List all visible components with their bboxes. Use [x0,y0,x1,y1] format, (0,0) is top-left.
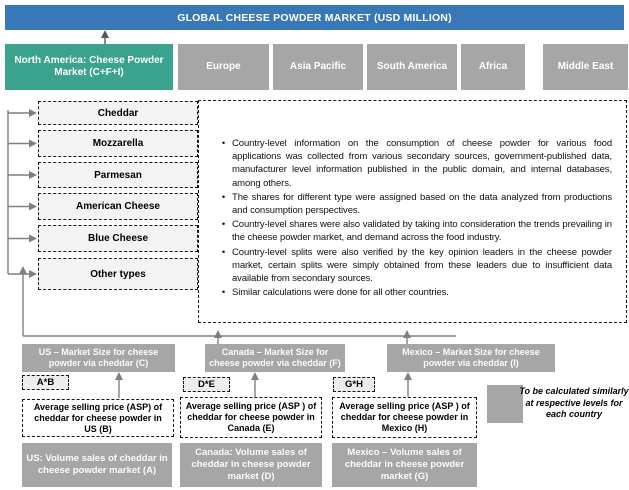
canada-volume-box: Canada: Volume sales of cheddar in chees… [180,443,322,487]
note-bullet-4: • Country-level splits were also verifie… [215,246,612,286]
arrow-north-america-to-global [101,30,109,44]
cheese-type-blue: Blue Cheese [38,225,198,252]
cheese-type-mozzarella: Mozzarella [38,130,198,157]
canada-formula-box: D*E [183,377,230,392]
methodology-notes-box: • Country-level information on the consu… [198,100,627,323]
mexico-asp-label: Average selling price (ASP ) of cheddar … [339,401,470,433]
mexico-volume-box: Mexico – Volume sales of cheddar in chee… [332,443,477,487]
bullet-marker: • [221,246,226,258]
region-africa: Africa [461,44,525,90]
us-asp-label: Average selling price (ASP) of cheddar f… [33,401,163,434]
region-north-america-label: North America: Cheese Powder Market (C+F… [14,55,164,78]
canada-asp-box: Average selling price (ASP ) of cheddar … [180,397,322,438]
region-middle-east-label: Middle East [557,61,614,72]
mexico-formula-label: G*H [345,379,363,390]
note-text-4: Country-level splits were also verified … [232,246,612,285]
cheese-type-mozzarella-label: Mozzarella [92,138,144,149]
region-south-america-label: South America [376,61,448,72]
bullet-marker: • [221,287,226,299]
legend-note: To be calculated similarly at respective… [519,386,629,419]
note-text-1: Country-level information on the consump… [232,138,612,189]
note-bullet-3: • Country-level shares were also validat… [215,218,612,244]
note-bullet-2: • The shares for different type were ass… [215,191,612,217]
region-north-america: North America: Cheese Powder Market (C+F… [5,44,173,90]
bullet-marker: • [221,219,226,231]
us-formula-label: A*B [36,377,55,388]
legend-gray-swatch [487,385,523,423]
us-formula-box: A*B [22,375,69,390]
cheese-type-other-label: Other types [90,268,146,280]
mexico-asp-box: Average selling price (ASP ) of cheddar … [332,397,477,438]
mexico-volume-label: Mexico – Volume sales of cheddar in chee… [344,447,465,482]
canada-asp-label: Average selling price (ASP ) of cheddar … [185,401,317,433]
us-market-size-label: US – Market Size for cheese powder via c… [38,346,159,369]
note-text-2: The shares for different type were assig… [232,191,612,217]
bullet-marker: • [221,138,226,149]
region-europe-label: Europe [206,61,241,72]
cheese-type-american-label: American Cheese [76,201,160,212]
us-volume-box: US: Volume sales of cheddar in cheese po… [22,443,172,487]
cheese-type-bus [7,109,37,278]
region-asia-pacific: Asia Pacific [273,44,363,90]
mexico-formula-box: G*H [333,377,375,392]
region-middle-east: Middle East [543,44,628,90]
bullet-marker: • [221,191,226,203]
canada-volume-label: Canada: Volume sales of cheddar in chees… [191,447,311,482]
note-text-3: Country-level shares were also validated… [232,219,612,244]
region-south-america: South America [367,44,457,90]
note-bullet-5: • Similar calculations were done for all… [215,286,612,299]
note-bullet-1: • Country-level information on the consu… [215,137,612,190]
cheese-type-blue-label: Blue Cheese [87,233,149,244]
cheese-type-cheddar-label: Cheddar [97,107,139,119]
cheese-type-other: Other types [38,258,198,290]
global-market-header: GLOBAL CHEESE POWDER MARKET (USD MILLION… [5,5,624,30]
note-text-5: Similar calculations were done for all o… [232,287,449,299]
us-market-size-box: US – Market Size for cheese powder via c… [22,344,175,372]
cheese-type-cheddar: Cheddar [38,101,198,125]
us-volume-label: US: Volume sales of cheddar in cheese po… [26,453,168,476]
region-asia-pacific-label: Asia Pacific [289,61,347,72]
canada-market-size-label: Canada – Market Size for cheese powder v… [209,346,341,369]
cheese-type-parmesan: Parmesan [38,162,198,188]
cheese-type-parmesan-label: Parmesan [94,169,142,181]
region-africa-label: Africa [478,61,508,72]
canada-market-size-box: Canada – Market Size for cheese powder v… [205,344,345,372]
cheese-type-american: American Cheese [38,193,198,220]
us-asp-box: Average selling price (ASP) of cheddar f… [22,399,174,437]
global-market-title: GLOBAL CHEESE POWDER MARKET (USD MILLION… [177,11,452,24]
canada-formula-label: D*E [198,379,215,390]
mexico-market-size-label: Mexico – Market Size for cheese powder v… [402,346,540,369]
region-europe: Europe [178,44,269,90]
mexico-market-size-box: Mexico – Market Size for cheese powder v… [387,344,555,372]
